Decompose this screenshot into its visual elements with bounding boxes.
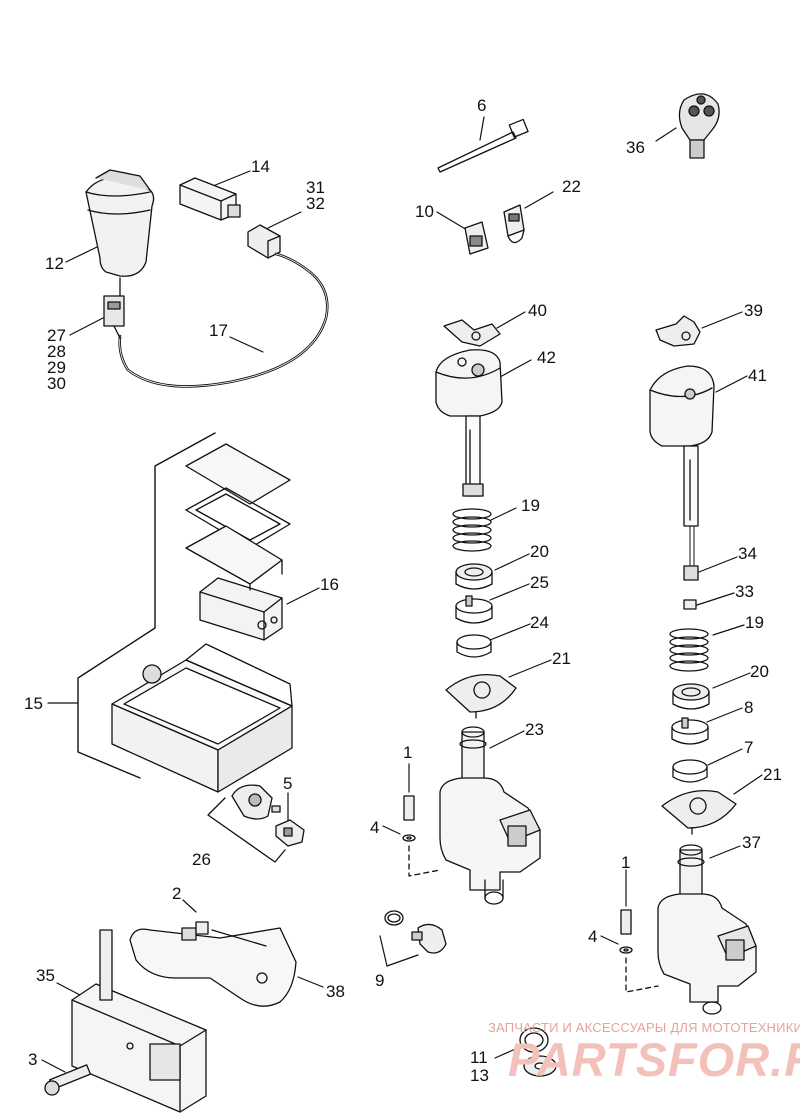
part-10 [464,221,489,255]
ring-24 [456,634,492,658]
key-fob [678,93,720,159]
switch-cap-42 [435,349,503,497]
callout-13: 13 [470,1066,489,1085]
callout-34: 34 [738,544,757,563]
case-assembly-15 [111,443,293,793]
bolt-3 [44,1064,92,1096]
callout-12: 12 [45,254,64,273]
callout-35: 35 [36,966,55,985]
callout-1-left: 1 [403,743,413,762]
watermark-slogan: ЗАПЧАСТИ И АКСЕССУАРЫ ДЛЯ МОТОТЕХНИКИ [488,1020,800,1035]
callout-14: 14 [251,157,270,176]
callout-16: 16 [320,575,339,594]
watermark-brand: PARTSFOR.RU [508,1033,800,1086]
retainer-25 [455,595,493,624]
callout-41: 41 [748,366,767,385]
screw-2 [181,921,209,941]
callout-21-left: 21 [552,649,571,668]
callout-37: 37 [742,833,761,852]
module-35 [71,929,207,1113]
callout-19-left: 19 [521,496,540,515]
callout-9: 9 [375,971,385,990]
connector-27 [103,295,125,339]
tab-plate-39 [655,315,701,347]
callout-2: 2 [172,884,182,903]
callout-31: 31 [306,178,325,197]
callout-22: 22 [562,177,581,196]
ignition-switch-23 [439,726,541,905]
leader-lines [41,116,763,1073]
callout-32: 32 [306,194,325,213]
cable-harness-17 [118,224,329,388]
ring-7 [672,759,708,783]
callout-5: 5 [283,774,293,793]
tab-plate-40 [443,319,501,347]
sensor-12 [85,169,155,299]
callout-10: 10 [415,202,434,221]
callout-20-right: 20 [750,662,769,681]
switch-cap-41 [649,365,715,610]
callout-1-right: 1 [621,853,631,872]
callout-38: 38 [326,982,345,1001]
connector-5 [275,819,305,847]
callout-20-left: 20 [530,542,549,561]
callout-42: 42 [537,348,556,367]
callout-29: 29 [47,358,66,377]
group-bracket-15 [77,432,216,779]
connector-14 [179,177,241,221]
callout-39: 39 [744,301,763,320]
callout-11: 11 [470,1048,488,1067]
callout-25: 25 [530,573,549,592]
callout-30: 30 [47,374,66,393]
callout-27: 27 [47,326,66,345]
bracket-38 [129,927,297,1007]
group-bracket-26 [207,797,286,863]
switch-26 [231,784,281,820]
callout-26: 26 [192,850,211,869]
sensor-9 [384,910,447,954]
screw-1-left [402,795,441,877]
ring-20-right [672,683,710,710]
spring-19-left [452,508,492,552]
washer-11-13 [519,1027,557,1077]
part-22 [503,204,525,244]
callout-4-left: 4 [370,818,380,837]
callout-3: 3 [28,1050,38,1069]
callout-4-right: 4 [588,927,598,946]
spring-19-right [669,628,709,672]
callout-8: 8 [744,698,754,717]
callout-15: 15 [24,694,43,713]
callout-21-right: 21 [763,765,782,784]
callout-33: 33 [735,582,754,601]
callout-19-right: 19 [745,613,764,632]
callout-24: 24 [530,613,549,632]
callout-28: 28 [47,342,66,361]
cable-tie [437,118,529,173]
plate-21-left [445,673,517,719]
callout-7: 7 [744,738,754,757]
ring-20-left [455,563,493,590]
callout-17: 17 [209,321,228,340]
plate-21-right [661,789,737,835]
callout-36: 36 [626,138,645,157]
callout-40: 40 [528,301,547,320]
callout-23: 23 [525,720,544,739]
battery-16 [199,577,283,641]
retainer-8 [671,717,709,745]
ignition-switch-37 [657,844,757,1015]
screw-1-right [619,909,659,993]
callout-6: 6 [477,96,487,115]
